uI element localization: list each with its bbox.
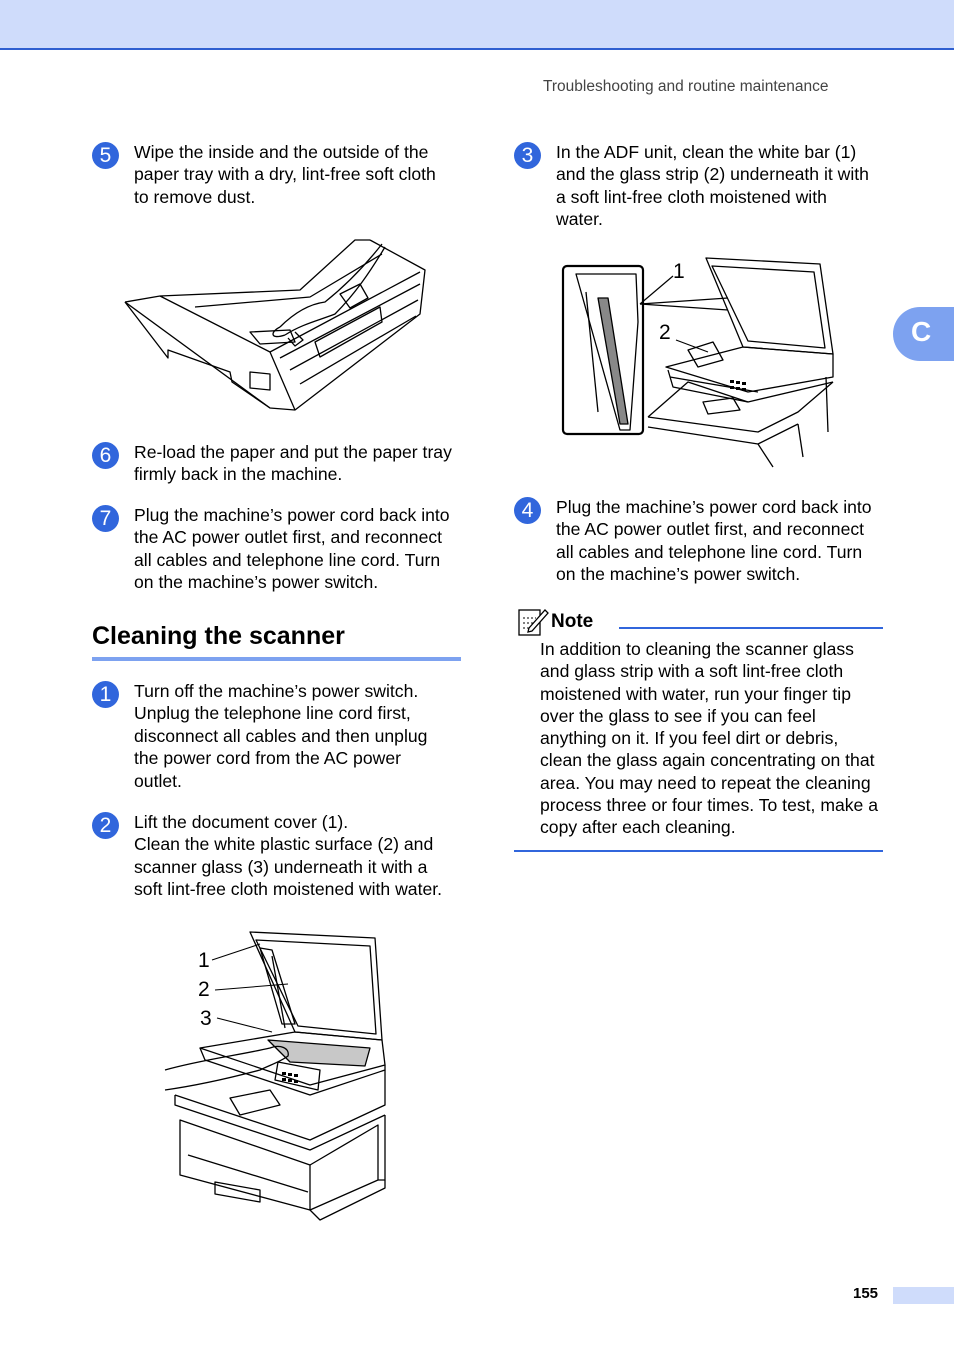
- callout-2: 2: [659, 321, 671, 344]
- section-title: Cleaning the scanner: [92, 622, 345, 650]
- step-number-badge: 2: [92, 812, 119, 839]
- note-rule-top: [619, 627, 883, 629]
- note-rule-bottom: [514, 850, 883, 852]
- step-number-badge: 4: [514, 497, 541, 524]
- page-number-bar: [893, 1287, 954, 1304]
- adf-white-bar-illustration: 1 2: [561, 257, 834, 468]
- chapter-tab[interactable]: C: [893, 307, 954, 361]
- section-title-underline: [92, 657, 461, 661]
- chapter-tab-letter: C: [911, 316, 932, 347]
- paper-tray-illustration: [124, 239, 426, 411]
- top-banner: [0, 0, 954, 50]
- step-number-badge: 5: [92, 142, 119, 169]
- callout-2: 2: [198, 978, 210, 1001]
- step-text: Plug the machine’s power cord back into …: [134, 505, 450, 593]
- scanner-glass-illustration: 1 2 3: [164, 931, 386, 1221]
- note-body: In addition to cleaning the scanner glas…: [540, 639, 879, 838]
- step-text: Re-load the paper and put the paper tray…: [134, 442, 452, 485]
- step-number-badge: 1: [92, 681, 119, 708]
- callout-1: 1: [673, 260, 685, 283]
- callout-3: 3: [200, 1007, 212, 1030]
- step-text: Lift the document cover (1). Clean the w…: [134, 812, 443, 900]
- note-icon: [518, 609, 549, 636]
- step-text: Wipe the inside and the outside of the p…: [134, 142, 436, 207]
- callout-1: 1: [198, 949, 210, 972]
- step-text: Turn off the machine’s power switch. Unp…: [134, 681, 428, 791]
- step-text: In the ADF unit, clean the white bar (1)…: [556, 142, 869, 230]
- page-number: 155: [853, 1285, 879, 1302]
- running-header: Troubleshooting and routine maintenance: [543, 78, 829, 95]
- note-label: Note: [551, 611, 594, 632]
- step-number-badge: 6: [92, 442, 119, 469]
- step-text: Plug the machine’s power cord back into …: [556, 497, 872, 585]
- step-number-badge: 7: [92, 505, 119, 532]
- step-number-badge: 3: [514, 142, 541, 169]
